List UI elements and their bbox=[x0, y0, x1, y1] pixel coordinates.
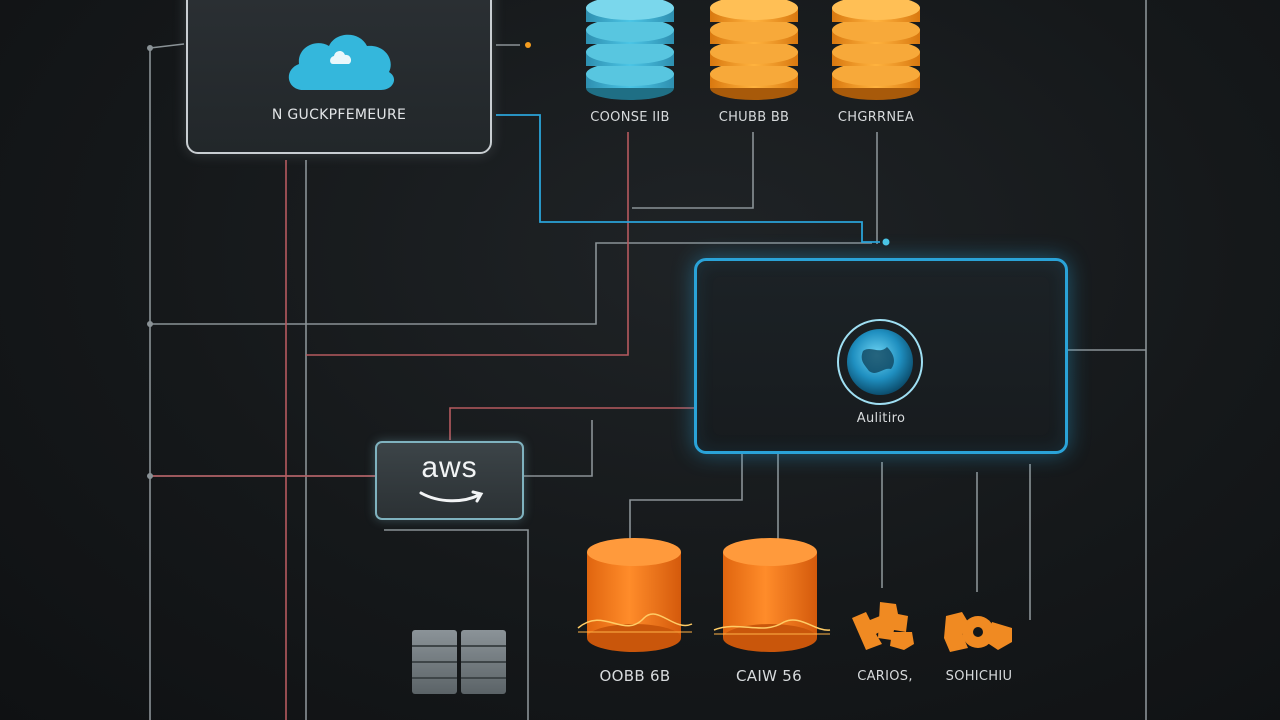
cloud-node-label: N GUCKPFEMEURE bbox=[271, 107, 407, 123]
connector-aws-down bbox=[384, 529, 529, 720]
junction-dot bbox=[882, 238, 890, 246]
connector-db2-down bbox=[632, 132, 754, 209]
connector-mid-horizontal bbox=[150, 242, 872, 325]
connector-proc-bottom-1 bbox=[629, 454, 743, 540]
junction-dot bbox=[525, 42, 531, 48]
database-label: COONSE IIB bbox=[590, 110, 670, 125]
processor-node[interactable]: Aulitiro bbox=[694, 258, 1068, 454]
connector-red-aws bbox=[449, 407, 694, 440]
junction-dot bbox=[147, 321, 153, 327]
amazon-smile-icon bbox=[419, 490, 484, 503]
junction-dot bbox=[147, 473, 153, 479]
globe-icon bbox=[837, 319, 923, 405]
bottom-node-label: CARIOS, bbox=[857, 669, 913, 684]
puzzle-pieces-icon[interactable] bbox=[852, 602, 914, 650]
connector-blue-cloud-processor bbox=[496, 114, 880, 243]
bottom-node-label: SOHICHIU bbox=[945, 669, 1013, 684]
aws-node[interactable]: aws bbox=[375, 441, 524, 520]
connector-aws-right bbox=[524, 420, 593, 477]
cloud-icon bbox=[288, 34, 395, 90]
aws-logo-text: aws bbox=[421, 451, 478, 484]
bottom-node-label: CAIW 56 bbox=[736, 667, 802, 685]
cloud-node[interactable]: N GUCKPFEMEURE bbox=[186, 0, 492, 154]
database-stack-icon[interactable] bbox=[586, 0, 674, 100]
database-label: CHUBB BB bbox=[718, 110, 790, 125]
processor-node-label: Aulitiro bbox=[856, 411, 906, 426]
cylinder-database-icon[interactable] bbox=[577, 538, 693, 652]
red-connectors bbox=[150, 132, 694, 720]
connector-red-db1 bbox=[306, 132, 629, 356]
server-rack-icon[interactable] bbox=[412, 630, 506, 694]
junction-dot bbox=[147, 45, 153, 51]
connector-left-top bbox=[149, 43, 185, 49]
database-label: CHGRRNEA bbox=[837, 110, 915, 125]
puzzle-pieces-icon[interactable] bbox=[944, 612, 1012, 652]
cylinder-database-icon[interactable] bbox=[713, 538, 831, 652]
database-stack-icon[interactable] bbox=[710, 0, 798, 100]
bottom-node-label: OOBB 6B bbox=[599, 667, 671, 685]
database-stack-icon[interactable] bbox=[832, 0, 920, 100]
